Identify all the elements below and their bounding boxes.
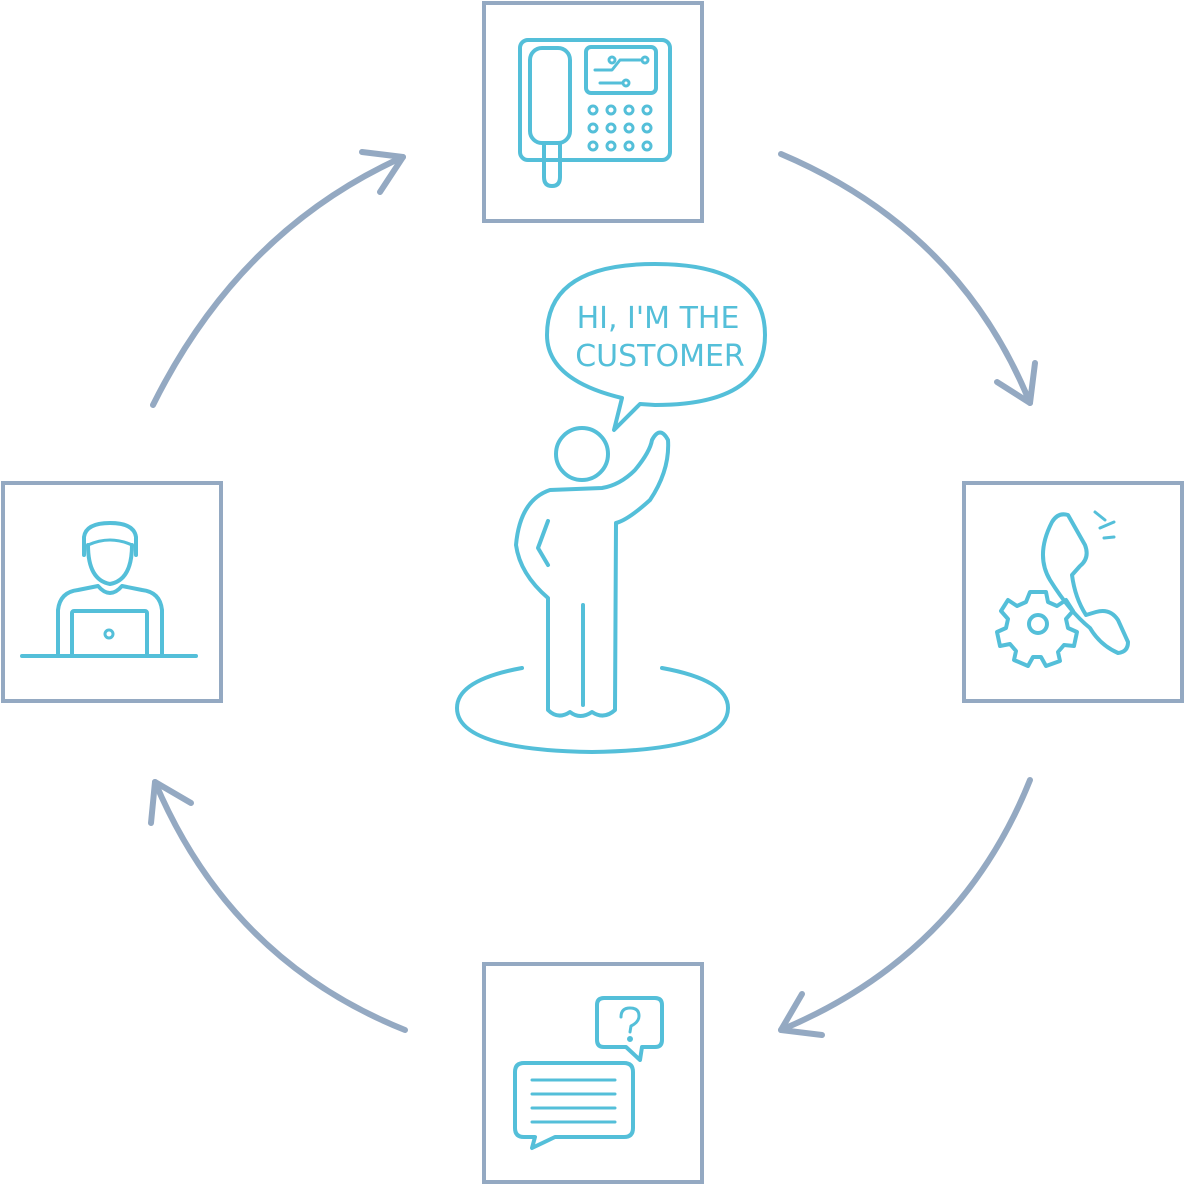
node-bottom [482, 962, 704, 1184]
arrow-left-to-top [150, 149, 406, 408]
phone-settings-icon [995, 510, 1130, 668]
arrow-right-to-bottom [778, 777, 1033, 1038]
customer-figure-icon [455, 426, 730, 754]
agent-laptop-icon [20, 521, 198, 658]
node-right [962, 481, 1184, 703]
desk-phone-icon [518, 38, 672, 188]
center-customer: HI, I'M THE CUSTOMER [455, 262, 767, 754]
speech-bubble-line1: HI, I'M THE [577, 301, 740, 336]
node-bottom-frame [482, 962, 704, 1184]
speech-bubble-line2: CUSTOMER [575, 339, 745, 374]
speech-bubble: HI, I'M THE CUSTOMER [545, 262, 767, 432]
node-top [482, 1, 704, 223]
cycle-arrows [148, 149, 1038, 1038]
node-right-frame [962, 481, 1184, 703]
arrow-top-to-right [778, 151, 1038, 406]
chat-question-icon [513, 996, 664, 1150]
arrow-bottom-to-left [148, 779, 408, 1033]
node-left [1, 481, 223, 703]
